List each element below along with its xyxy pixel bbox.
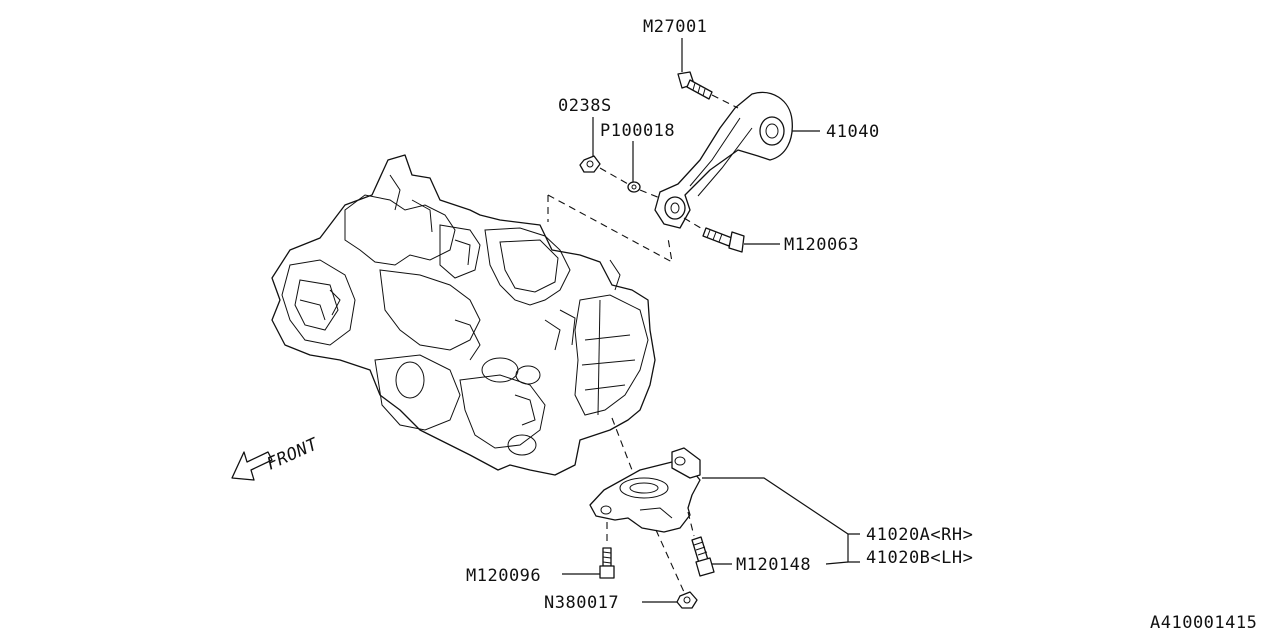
bolt-m120148[interactable] xyxy=(691,536,715,577)
front-label: FRONT xyxy=(264,434,322,475)
callout-m120096: M120096 xyxy=(466,566,541,586)
front-arrow: FRONT xyxy=(231,434,322,481)
bolt-m120063[interactable] xyxy=(702,227,745,253)
callout-n380017: N380017 xyxy=(544,593,619,613)
nut-n380017[interactable] xyxy=(676,591,698,609)
diagram-id: A410001415 xyxy=(1150,613,1257,633)
callout-m120148: M120148 xyxy=(736,555,811,575)
callout-41020a: 41020A<RH> xyxy=(866,525,973,545)
nut-0238s[interactable] xyxy=(579,155,601,173)
callout-41020b: 41020B<LH> xyxy=(866,548,973,568)
callout-m27001: M27001 xyxy=(643,17,707,37)
bolt-m27001[interactable] xyxy=(677,71,713,100)
callout-41040: 41040 xyxy=(826,122,880,142)
callout-p100018: P100018 xyxy=(600,121,675,141)
pitching-stopper-41040[interactable] xyxy=(654,91,793,229)
leader-lines xyxy=(562,38,860,603)
washer-p100018[interactable] xyxy=(627,181,641,193)
callout-0238s: 0238S xyxy=(558,96,612,116)
bolt-m120096[interactable] xyxy=(599,547,615,579)
callout-m120063: M120063 xyxy=(784,235,859,255)
engine-assembly xyxy=(271,154,656,476)
engine-mount-41020[interactable] xyxy=(589,447,701,533)
